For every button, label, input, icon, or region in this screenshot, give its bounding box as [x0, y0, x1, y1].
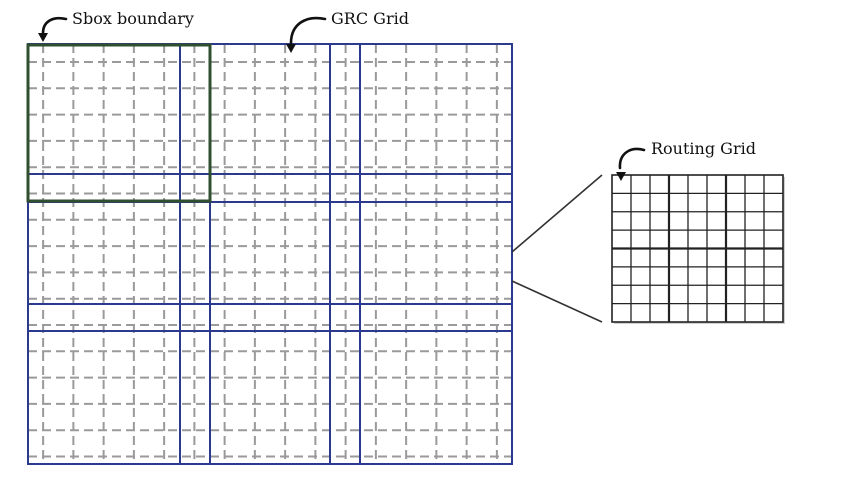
- grc-pointer-arrow-head: [286, 44, 296, 53]
- routing-pointer-arrow-curve: [618, 147, 646, 170]
- grc-pointer-arrow-curve: [289, 16, 327, 45]
- dashed-routing-grid-lines: [28, 44, 512, 464]
- routing-pointer-arrow-head: [616, 172, 626, 181]
- grc-grid-label: GRC Grid: [331, 9, 409, 28]
- routing-grid-label: Routing Grid: [651, 139, 756, 158]
- sbox-pointer-arrow-curve: [41, 16, 68, 35]
- zoom-connector-lines: [511, 174, 603, 323]
- grc-grid: [27, 43, 513, 465]
- grc-outer-border: [27, 43, 513, 465]
- sbox-pointer-arrow: [38, 16, 68, 42]
- routing-grid-inset: [611, 174, 785, 324]
- grc-pointer-arrow: [286, 16, 327, 53]
- zoom-line-bottom: [511, 280, 603, 323]
- sbox-boundary-rect: [26, 43, 212, 203]
- sbox-boundary-label: Sbox boundary: [72, 9, 194, 28]
- sbox-pointer-arrow-head: [38, 33, 48, 42]
- routing-pointer-arrow: [616, 147, 646, 181]
- zoom-line-top: [511, 174, 603, 253]
